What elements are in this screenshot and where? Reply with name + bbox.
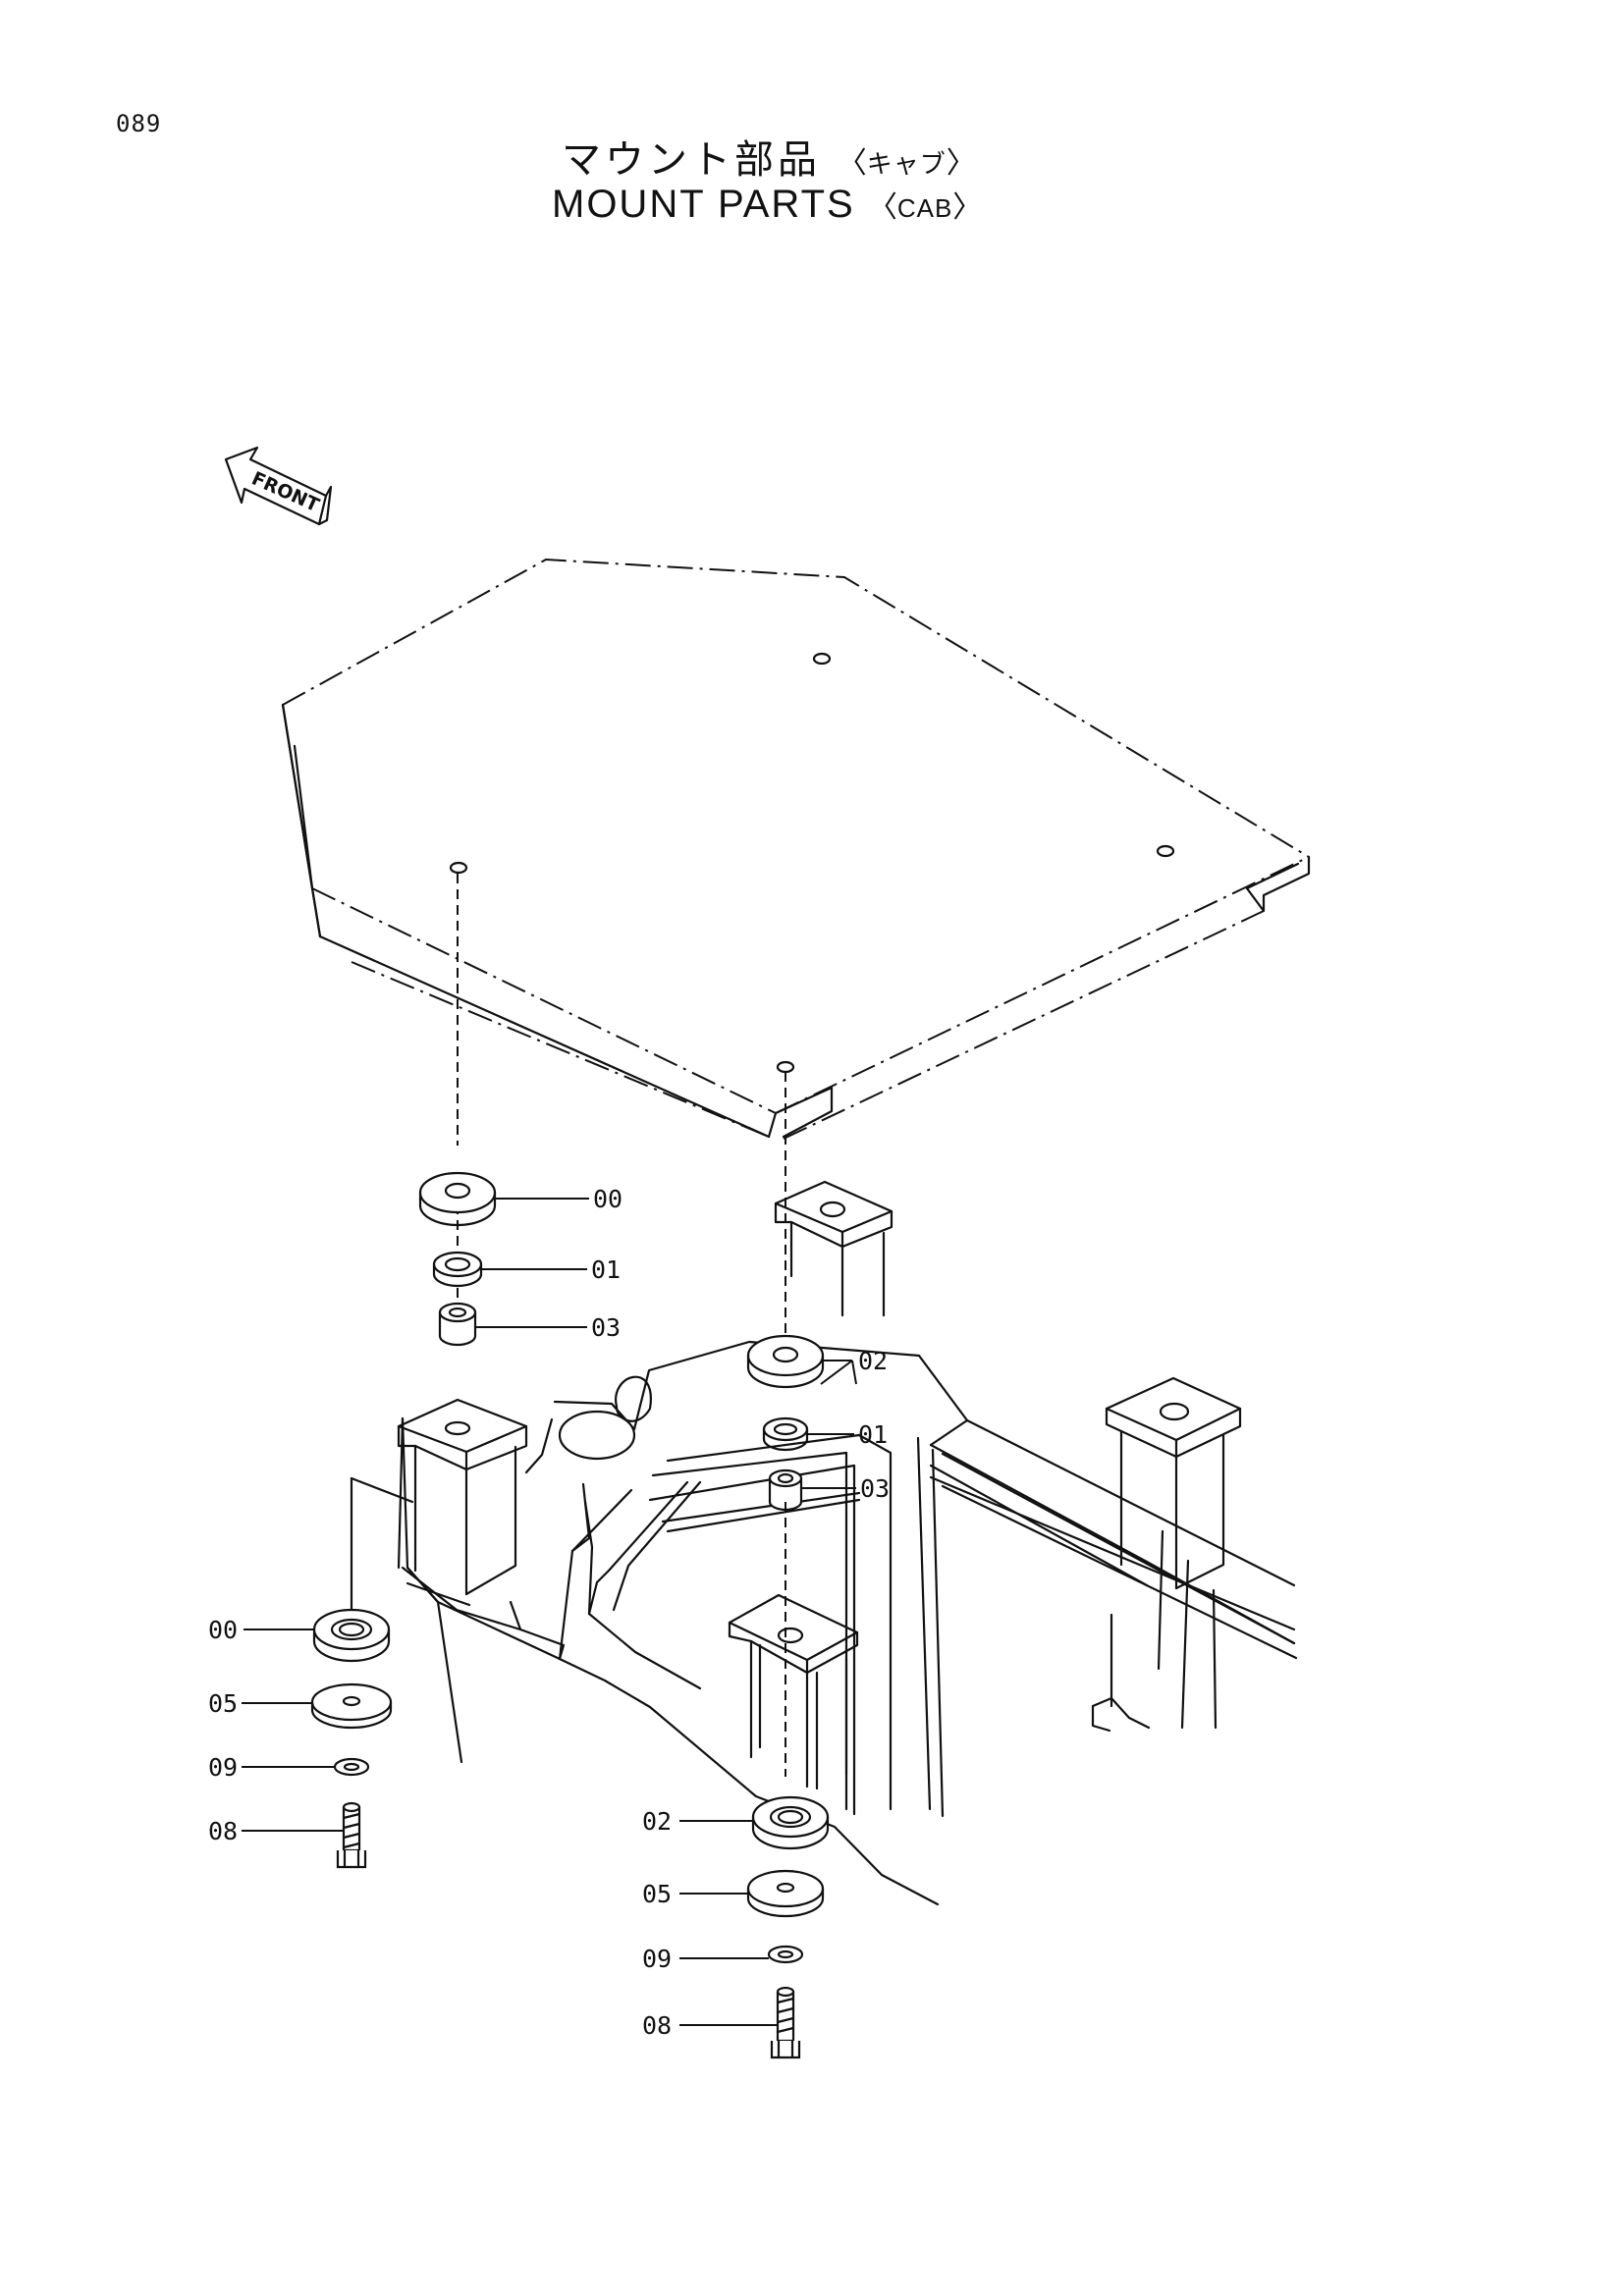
collar-right	[762, 1416, 809, 1452]
callout-left-collar: 01	[591, 1255, 621, 1284]
callout-right-sleeve: 03	[860, 1474, 890, 1503]
left-angle-bracket: 〈	[837, 146, 867, 181]
title-japanese-tag: キャブ	[866, 150, 947, 180]
callout-left-spring-washer: 09	[208, 1753, 238, 1782]
left-angle-bracket: 〈	[867, 191, 897, 224]
front-arrow-icon: FRONT	[224, 446, 333, 526]
upper-frame	[397, 1340, 1298, 1906]
mount-post-left	[397, 1398, 528, 1596]
collar-left	[432, 1251, 483, 1288]
cab-floor-plate	[281, 558, 1311, 1140]
callout-right-upper-mount: 02	[858, 1347, 888, 1375]
sleeve-right	[768, 1468, 803, 1512]
callout-left-sleeve: 03	[591, 1313, 621, 1342]
mount-rubber-upper-right	[746, 1334, 825, 1389]
spring-washer-left	[333, 1757, 370, 1777]
callout-right-washer: 05	[642, 1880, 672, 1908]
mount-post-center	[774, 1180, 893, 1317]
callout-right-lower-mount: 02	[642, 1807, 672, 1836]
page-number: 089	[116, 110, 162, 137]
leader-lines	[242, 1198, 857, 2026]
mount-post-right	[1105, 1376, 1242, 1590]
mount-rubber-upper-left	[418, 1171, 497, 1227]
title-english-tag-wrap: 〈CAB〉	[867, 191, 983, 224]
title-japanese: マウント部品 〈キャブ〉	[562, 128, 976, 185]
callout-right-bolt: 08	[642, 2011, 672, 2040]
bolt-left	[336, 1801, 367, 1869]
callout-left-upper-mount: 00	[593, 1185, 623, 1213]
bolt-right	[770, 1986, 801, 2059]
title-japanese-tag-wrap: 〈キャブ〉	[838, 146, 976, 181]
washer-right	[746, 1869, 825, 1918]
title-japanese-main: マウント部品	[562, 137, 821, 183]
title-english-tag: CAB	[896, 193, 953, 223]
callout-left-washer: 05	[208, 1689, 238, 1718]
callout-left-lower-mount: 00	[208, 1616, 238, 1644]
callout-right-spring-washer: 09	[642, 1945, 672, 1973]
sleeve-left	[438, 1302, 477, 1347]
washer-left	[310, 1682, 393, 1730]
title-english: MOUNT PARTS 〈CAB〉	[552, 183, 982, 227]
mount-rubber-lower-left	[312, 1608, 391, 1663]
callout-left-bolt: 08	[208, 1817, 238, 1845]
right-angle-bracket: 〉	[946, 146, 976, 181]
callout-labels: 00 01 03 00 05 09 08 02 01 03 02 05 09 0…	[208, 1185, 890, 2040]
mount-post-lower	[728, 1593, 859, 1790]
mount-rubber-lower-right	[751, 1795, 830, 1850]
title-english-main: MOUNT PARTS	[552, 183, 855, 226]
left-bracket-top	[350, 1476, 414, 1504]
right-angle-bracket: 〉	[952, 191, 983, 224]
callout-right-collar: 01	[858, 1420, 888, 1449]
spring-washer-right	[767, 1945, 804, 1964]
